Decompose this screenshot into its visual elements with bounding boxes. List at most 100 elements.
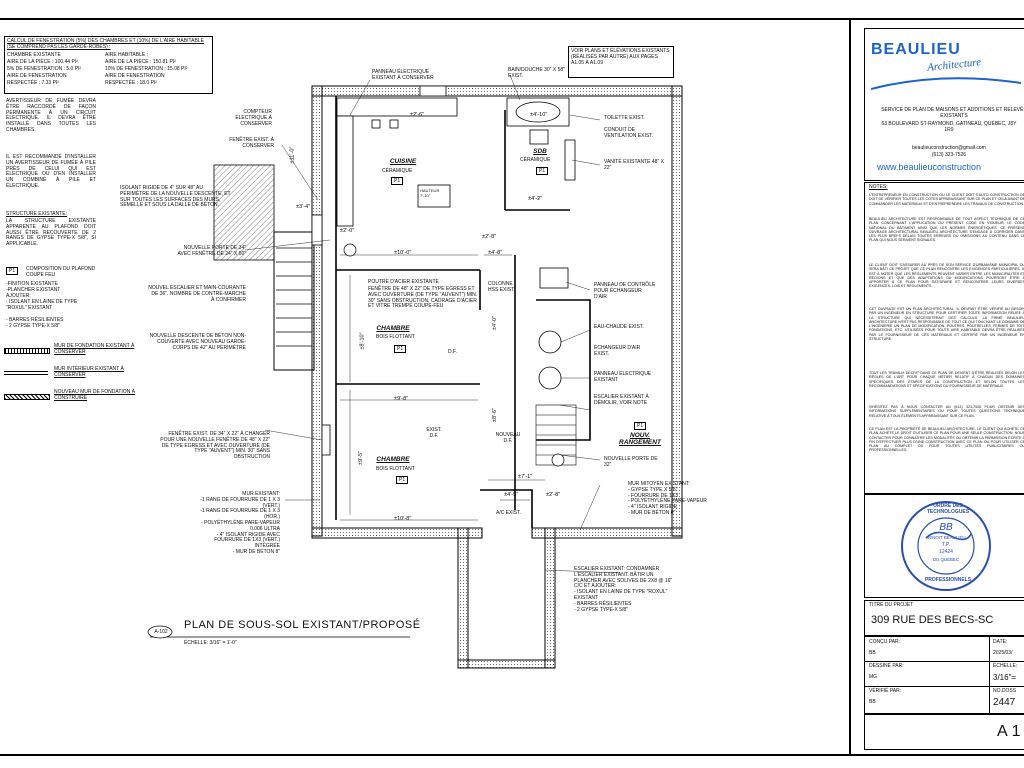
annot-ac: A/C EXIST. <box>496 510 522 516</box>
project-box: TITRE DU PROJET 309 RUE DES BECS-SC <box>864 600 1024 636</box>
annot-escalier-demolir: ESCALIER EXISTANT À DÉMOLIR, VOIR NOTE <box>594 394 649 406</box>
dim-10: ±9'-5" <box>358 450 365 466</box>
dim-17: ±4'-10" <box>530 112 548 118</box>
dim-9: ±8'-10" <box>359 332 366 350</box>
sheet-number: A1( <box>997 723 1024 740</box>
legend-swatch-new-foundation <box>4 394 50 400</box>
company-box: SERVICE DE PLAN DE MAISONS ET ADDITIONS … <box>864 102 1024 181</box>
annot-echangeur: ÉCHANGEUR D'AIR EXIST. <box>594 345 641 357</box>
dim-7: ±4'-2" <box>528 196 543 202</box>
bath-fixtures <box>506 97 576 181</box>
seal-top: ORDRE DES TECHNOLOGUES <box>926 503 970 516</box>
date-label: DATE: <box>993 639 1008 645</box>
annot-porte: NOUVELLE PORTE DE 34" AVEC FENÊTRE DE 24… <box>177 245 246 257</box>
p1-line-2: AJOUTER: <box>6 293 31 299</box>
foundation-walls <box>311 85 683 669</box>
notes-1: BEAULIEU ARCHITECTURE EST RESPONSABLE DE… <box>869 217 1024 243</box>
date-value: 2025/03/ <box>993 650 1013 656</box>
room-cuisine: CUISINE <box>389 158 417 165</box>
tag-p1-sdb: P1 <box>536 167 549 175</box>
notes-0: L'ENTREPRENEUR EN CONSTRUCTION OU LE CLI… <box>869 193 1024 206</box>
echelle-label: ÉCHELLE: <box>993 663 1018 669</box>
sheet-divider <box>849 18 851 754</box>
interior-walls <box>335 96 591 528</box>
door-tags <box>343 243 565 467</box>
seal-bottom: PROFESSIONNELS <box>924 577 972 583</box>
dim-1: ±4'-8" <box>488 250 503 256</box>
verifie-value: BB <box>869 699 876 705</box>
window-calc-right-0: AIRE HABITABLE : <box>105 52 148 58</box>
annot-fenetre1: FENÊTRE EXIST. À CONSERVER <box>229 137 274 149</box>
logo-main: BEAULIEU <box>871 41 961 58</box>
note-co-detector: IL EST RECOMMANDÉ D'INSTALLER UN AVERTIS… <box>6 154 96 189</box>
plan-scale: ÉCHELLE: 3/16" = 1'-0" <box>184 640 237 646</box>
p1-line-5: - 2 GYPSE TYPE-X 5/8" <box>6 323 60 329</box>
annot-mitoyen: MUR MITOYEN EXISTANT: - GYPSE TYPE X 5/8… <box>628 481 707 516</box>
annot-toilette: TOILETTE EXIST. <box>604 115 645 121</box>
window-calc-left-2: 5% DE FENESTRATION : 5.0 PI² <box>7 66 82 72</box>
info-grid: CONÇU PAR: BB DATE: 2025/03/ DESSINÉ PAR… <box>864 636 1024 714</box>
mechanical <box>538 267 569 390</box>
p1-tag: P1 <box>6 267 19 275</box>
hauteur-label: HAUTEUR 7'-10" <box>420 188 440 198</box>
legend-label-foundation: MUR DE FONDATION EXISTANT À CONSERVER <box>54 343 135 355</box>
echelle-value: 3/16"= <box>993 673 1017 682</box>
sheet-number-box: A1( <box>864 714 1024 750</box>
dessine-value: MG <box>869 674 878 680</box>
window-calc-left-3: AIRE DE FENESTRATION <box>7 73 67 79</box>
window-calc-right-3: AIRE DE FENESTRATION <box>105 73 165 79</box>
p1-line-4: - BARRES RÉSILIENTES <box>6 317 64 323</box>
window-calc-right-1: AIRE DE LA PIÈCE : 150.81 PI² <box>105 59 176 65</box>
seal-num: 12424 <box>939 549 953 555</box>
window-calc-left-1: AIRE DE LA PIÈCE : 100.44 PI² <box>7 59 78 65</box>
annot-panneau2: PANNEAU ÉLECTRIQUE EXISTANT <box>594 371 652 383</box>
info-grid-hline-2 <box>865 686 1024 687</box>
company-service: SERVICE DE PLAN DE MAISONS ET ADDITIONS … <box>881 107 1024 119</box>
tag-p1-chambre-1: P1 <box>394 345 407 353</box>
note-structure-title: STRUCTURE EXISTANTE: <box>6 211 68 217</box>
concu-value: BB <box>869 650 876 656</box>
tag-p1-chambre-2: P1 <box>396 476 409 484</box>
annot-eau-chaude: EAU-CHAUDE EXIST. <box>594 324 644 330</box>
new-foundation-area <box>213 164 275 261</box>
tag-nouveau-df: NOUVEAU D.F. <box>495 432 521 444</box>
ref-note: VOIR PLANS ET ÉLÉVATIONS EXISTANTS (RÉAL… <box>571 48 670 66</box>
notes-3: CET OUVRAGE EST UN PLAN ARCHITECTURAL. I… <box>869 307 1024 342</box>
window-calc-right-4: RESPECTÉE : 18.0 PI² <box>105 80 157 86</box>
legend-label-interior: MUR INTÉRIEUR EXISTANT À CONSERVER <box>54 366 124 378</box>
dim-3: ±10'-8" <box>394 516 412 522</box>
plan-ref-bubble <box>147 625 173 639</box>
dim-13: ±4'-0" <box>492 315 499 331</box>
annot-isolant: ISOLANT RIGIDE DE 4" SUR 48" AU PÉRIMÈTR… <box>120 185 231 209</box>
sheet-frame <box>0 18 1024 756</box>
p1-line-0: -FINITION EXISTANTE <box>6 281 58 287</box>
annot-colonne: COLONNE HSS EXIST. <box>488 281 515 293</box>
project-name: 309 RUE DES BECS-SC <box>871 614 994 626</box>
new-stair-treads <box>276 247 312 347</box>
annot-compteur: COMPTEUR ÉLECTRIQUE À CONSERVER <box>235 109 272 127</box>
floor-plan-drawing <box>147 74 683 669</box>
p1-title: COMPOSITION DU PLAFOND COUPE FEU <box>26 266 96 278</box>
room-cuisine-floor: CÉRAMIQUE <box>382 168 413 174</box>
dim-16: ±2'-6" <box>410 112 425 118</box>
annot-panneau: PANNEAU ÉLECTRIQUE EXISTANT À CONSERVER <box>372 69 434 81</box>
notes-4: TOUT LES TRAVAUX DÉCRIT DANS CE PLAN DE … <box>869 371 1024 388</box>
legend-label-new-foundation: NOUVEAU MUR DE FONDATION À CONSTRUIRE <box>54 389 136 401</box>
room-chambre-1: CHAMBRE <box>376 325 410 332</box>
verifie-label: VÉRIFIÉ PAR: <box>869 688 902 694</box>
annot-conduit: CONDUIT DE VENTILATION EXIST. <box>604 127 654 139</box>
company-email: beaulieuconstruction@gmail.com <box>912 145 986 151</box>
dim-8: ±2'-8" <box>482 234 497 240</box>
dim-11: ±3'-4" <box>296 204 311 210</box>
logo-box: BEAULIEU Architecture <box>864 28 1024 104</box>
dim-14: ±11'-0" <box>289 146 296 164</box>
notes-2: LE CLIENT DOIT S'ASSURER AU PRÈS DE SON … <box>869 263 1024 289</box>
room-rangement: NOUV. RANGEMENT <box>619 432 661 446</box>
annot-escalier: NOUVEL ESCALIER ET MAIN-COURANTE DE 36".… <box>148 285 246 303</box>
note-structure: LA STRUCTURE EXISTANTE APPARENTE AU PLAF… <box>6 218 96 248</box>
room-chambre-2: CHAMBRE <box>376 456 410 463</box>
new-stair-outline <box>273 231 315 371</box>
company-address: 63 BOULEVARD ST-RAYMOND, GATINEAU, QUÉBE… <box>881 121 1017 133</box>
room-sdb: SDB <box>533 148 547 155</box>
plan-ref: A-102 <box>154 629 168 635</box>
